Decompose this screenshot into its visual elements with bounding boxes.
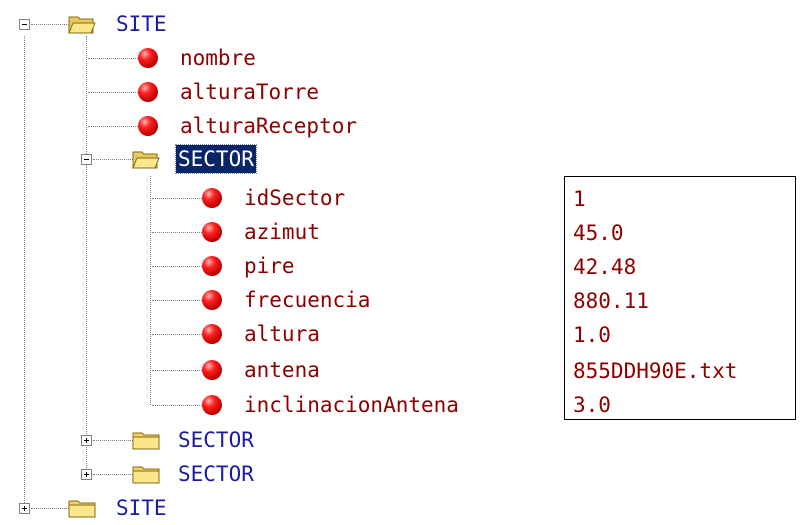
sector-node-label[interactable]: SECTOR	[178, 428, 254, 452]
sector-node-label[interactable]: SECTOR	[178, 462, 254, 486]
field-label-antena[interactable]: antena	[244, 358, 320, 382]
value-pire[interactable]: 42.48	[573, 255, 637, 279]
element-icon	[202, 360, 222, 380]
folder-closed-icon	[132, 466, 160, 484]
field-label-inclinacionantena[interactable]: inclinacionAntena	[244, 393, 459, 417]
site-node-label[interactable]: SITE	[116, 496, 167, 520]
element-icon	[202, 256, 222, 276]
folder-open-icon	[68, 16, 96, 34]
value-azimut[interactable]: 45.0	[573, 221, 624, 245]
site-node-label[interactable]: SITE	[116, 12, 167, 36]
tree-connector-line	[150, 176, 151, 405]
field-label-pire[interactable]: pire	[244, 254, 295, 278]
value-idsector[interactable]: 1	[573, 187, 586, 211]
element-icon	[202, 222, 222, 242]
tree-connector-line	[88, 92, 138, 93]
field-label-altura[interactable]: altura	[244, 322, 320, 346]
folder-closed-icon	[68, 500, 96, 518]
expand-toggle[interactable]	[81, 435, 92, 446]
tree-connector-line	[31, 508, 69, 509]
folder-closed-icon	[132, 432, 160, 450]
element-icon	[138, 82, 158, 102]
field-label-alturatorre[interactable]: alturaTorre	[180, 80, 320, 104]
element-icon	[202, 188, 222, 208]
field-label-nombre[interactable]: nombre	[180, 46, 256, 70]
tree-connector-line	[93, 440, 133, 441]
element-icon	[202, 395, 222, 415]
tree-connector-line	[24, 36, 25, 509]
tree-connector-line	[93, 474, 133, 475]
field-label-alturareceptor[interactable]: alturaReceptor	[180, 114, 358, 138]
tree-connector-line	[93, 159, 133, 160]
tree-connector-line	[152, 266, 202, 267]
tree-connector-line	[152, 232, 202, 233]
tree-connector-line	[152, 300, 202, 301]
tree-connector-line	[152, 334, 202, 335]
value-panel: 1 45.0 42.48 880.11 1.0 855DDH90E.txt 3.…	[564, 176, 796, 420]
field-label-idsector[interactable]: idSector	[244, 186, 346, 210]
element-icon	[202, 324, 222, 344]
tree-connector-line	[152, 405, 202, 406]
value-antena[interactable]: 855DDH90E.txt	[573, 359, 738, 383]
tree-connector-line	[86, 36, 87, 474]
field-label-frecuencia[interactable]: frecuencia	[244, 288, 371, 312]
element-icon	[138, 116, 158, 136]
value-inclinacionantena[interactable]: 3.0	[573, 393, 611, 417]
value-altura[interactable]: 1.0	[573, 323, 611, 347]
collapse-toggle[interactable]	[19, 19, 30, 30]
element-icon	[202, 290, 222, 310]
field-label-azimut[interactable]: azimut	[244, 220, 320, 244]
element-icon	[138, 48, 158, 68]
expand-toggle[interactable]	[19, 503, 30, 514]
tree-connector-line	[88, 58, 138, 59]
folder-open-icon	[132, 151, 160, 169]
value-frecuencia[interactable]: 880.11	[573, 289, 649, 313]
tree-connector-line	[152, 370, 202, 371]
expand-toggle[interactable]	[81, 469, 92, 480]
tree-connector-line	[152, 198, 202, 199]
collapse-toggle[interactable]	[81, 154, 92, 165]
tree-connector-line	[88, 126, 138, 127]
tree-connector-line	[31, 24, 69, 25]
sector-node-label-selected[interactable]: SECTOR	[175, 144, 257, 174]
